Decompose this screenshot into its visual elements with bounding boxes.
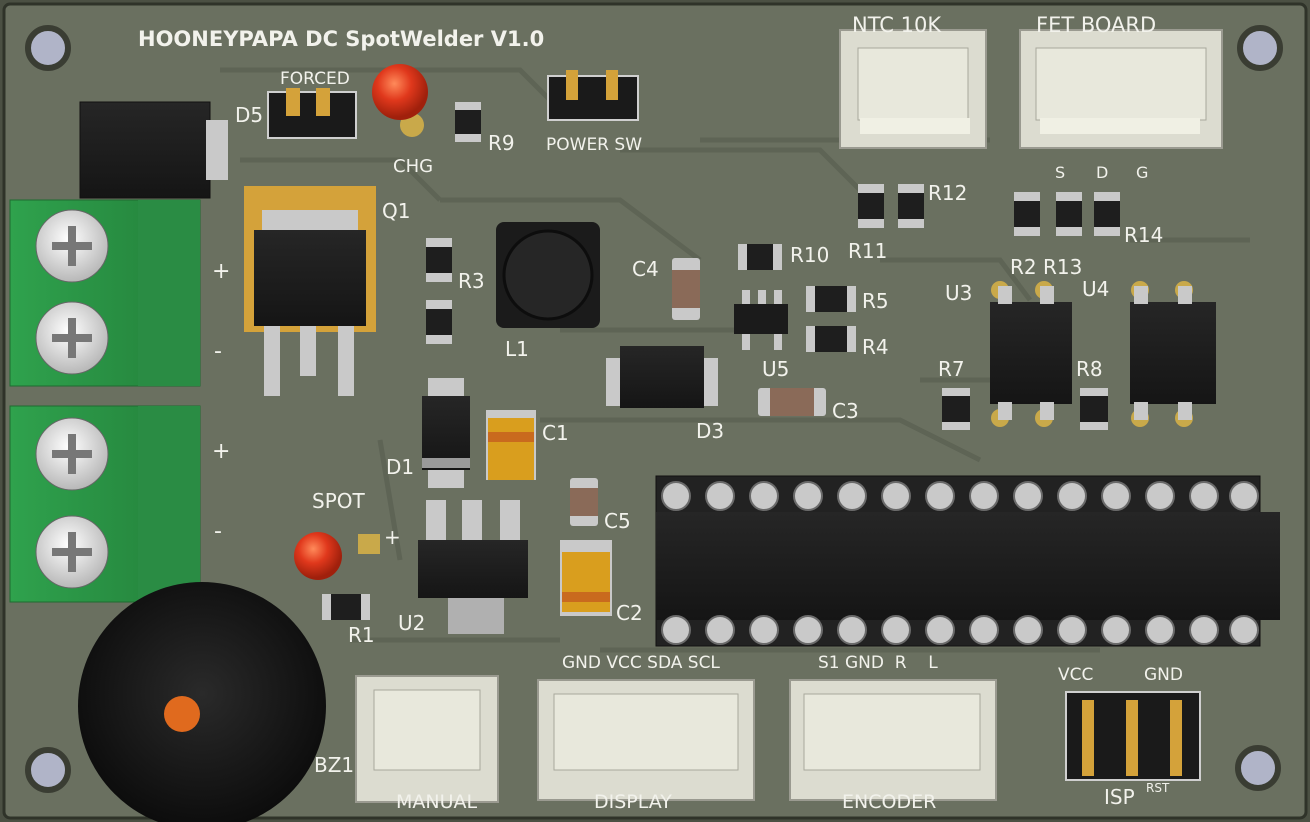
chg-label: CHG: [393, 156, 433, 177]
terminal-plus-top: +: [212, 259, 230, 284]
terminal-plus-bottom: +: [212, 439, 230, 464]
u4-label: U4: [1082, 277, 1109, 301]
encoder-label: ENCODER: [842, 791, 936, 813]
d5-diode: [79, 101, 228, 199]
r4-label: R4: [862, 335, 889, 359]
r11-label: R11: [848, 239, 887, 263]
r7-label: R7: [938, 357, 965, 381]
isp-gnd-label: GND: [1144, 665, 1183, 685]
isp-label: ISP: [1104, 785, 1135, 809]
d5-label: D5: [235, 103, 263, 127]
forced-jumper[interactable]: [267, 88, 357, 139]
r14-resistors: [1014, 192, 1120, 236]
rst-label: RST: [1146, 781, 1170, 795]
l1-inductor: [496, 222, 600, 328]
terminal-block-top[interactable]: [9, 199, 201, 387]
mounting-holes: [25, 25, 1283, 793]
terminal-minus-top: -: [214, 339, 222, 364]
u3-label: U3: [945, 281, 972, 305]
display-label: DISPLAY: [594, 791, 672, 813]
u2-regulator: [418, 500, 528, 634]
c5-capacitor: [570, 478, 598, 526]
l1-label: L1: [505, 337, 529, 361]
u3-chip: [990, 281, 1072, 427]
r2-r13-label: R2 R13: [1010, 255, 1082, 279]
u2-label: U2: [398, 611, 425, 635]
ntc-connector[interactable]: [839, 29, 987, 149]
r3-resistors: [426, 238, 452, 344]
power-switch-header[interactable]: [547, 70, 639, 121]
r9-label: R9: [488, 131, 515, 155]
c1-label: C1: [542, 421, 569, 445]
c3-label: C3: [832, 399, 859, 423]
r10-label: R10: [790, 243, 829, 267]
r5-label: R5: [862, 289, 889, 313]
ntc-label: NTC 10K: [852, 13, 942, 37]
fet-board-label: FET BOARD: [1036, 13, 1156, 37]
buzzer: [78, 582, 326, 822]
c5-label: C5: [604, 509, 631, 533]
c2-capacitor: [560, 540, 612, 616]
encoder-connector[interactable]: [789, 679, 997, 801]
q1-transistor: [244, 186, 376, 396]
d1-diode: [422, 378, 470, 488]
fet-s-label: S: [1055, 163, 1065, 182]
r1-label: R1: [348, 623, 375, 647]
r14-label: R14: [1124, 223, 1163, 247]
r11-r12-resistors: [858, 184, 924, 228]
isp-header[interactable]: [1065, 691, 1201, 781]
r12-label: R12: [928, 181, 967, 205]
r1-resistor: [322, 594, 370, 620]
board-title: HOONEYPAPA DC SpotWelder V1.0: [138, 27, 544, 51]
manual-connector[interactable]: [355, 675, 499, 803]
spot-label: SPOT: [312, 489, 365, 513]
fet-board-connector[interactable]: [1019, 29, 1223, 149]
u5-label: U5: [762, 357, 789, 381]
terminal-block-bottom[interactable]: [9, 405, 201, 603]
chg-led: [372, 64, 428, 137]
d1-label: D1: [386, 455, 414, 479]
d3-diode: [606, 346, 718, 408]
r5-resistor: [806, 286, 856, 312]
r4-resistor: [806, 326, 856, 352]
c4-capacitor: [672, 258, 700, 320]
fet-g-label: G: [1136, 163, 1148, 182]
terminal-minus-bottom: -: [214, 519, 222, 544]
r8-resistor: [1080, 388, 1108, 430]
display-connector[interactable]: [537, 679, 755, 801]
r10-resistor: [738, 244, 782, 270]
spot-plus-label: +: [384, 525, 401, 549]
bz1-label: BZ1: [314, 753, 354, 777]
spot-led: [294, 532, 380, 580]
c1-capacitor: [486, 410, 536, 480]
q1-label: Q1: [382, 199, 410, 223]
r7-resistor: [942, 388, 970, 430]
d3-label: D3: [696, 419, 724, 443]
r3-label: R3: [458, 269, 485, 293]
r8-label: R8: [1076, 357, 1103, 381]
fet-d-label: D: [1096, 163, 1108, 182]
c3-capacitor: [758, 388, 826, 416]
power-sw-label: POWER SW: [546, 135, 642, 155]
isp-vcc-label: VCC: [1058, 665, 1093, 685]
u5-chip: [734, 290, 788, 350]
c2-label: C2: [616, 601, 643, 625]
mcu-chip: [655, 475, 1280, 647]
encoder-pins-label: S1 GND R L: [818, 653, 938, 673]
manual-label: MANUAL: [396, 791, 478, 813]
pcb-traces: [220, 67, 1250, 653]
r9-resistor: [455, 102, 481, 142]
display-pins-label: GND VCC SDA SCL: [562, 653, 720, 673]
forced-label: FORCED: [280, 69, 350, 89]
u4-chip: [1130, 281, 1216, 427]
c4-label: C4: [632, 257, 659, 281]
